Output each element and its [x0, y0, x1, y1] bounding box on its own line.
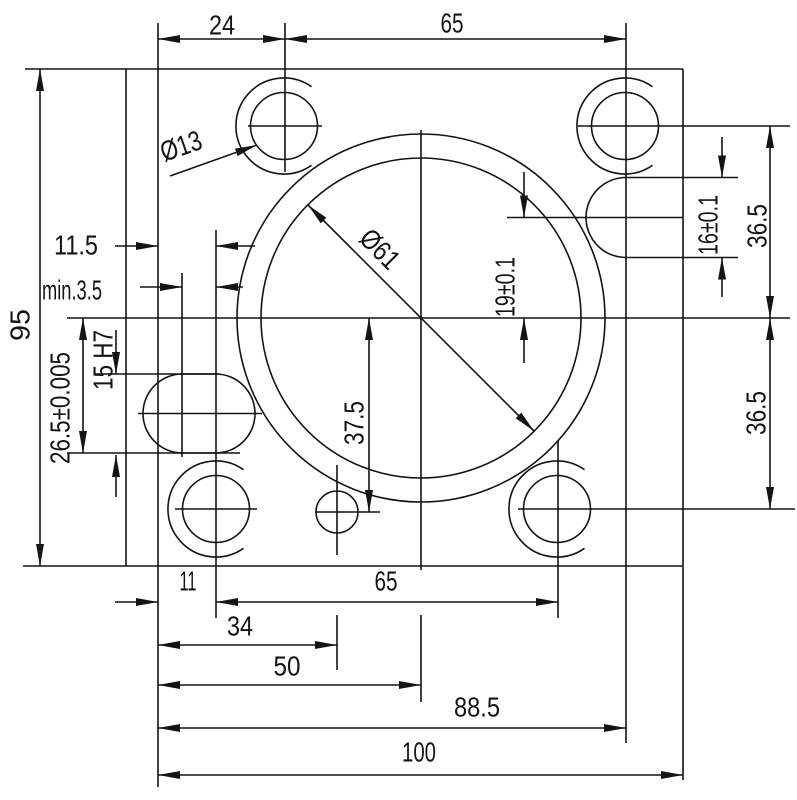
dim-bottom-edge-11: 11 [115, 566, 197, 606]
dim-edge-offset-11-5: 11.5 [54, 230, 255, 261]
dimension-label: Ø13 [156, 125, 206, 168]
dim-bottom-spacing-65: 65 [216, 566, 558, 606]
dim-lower-offset-36-5: 36.5 [741, 318, 774, 509]
dimension-label: 50 [274, 651, 301, 682]
counterbore-arc [508, 460, 585, 558]
dim-drain-offset-37-5: 37.5 [339, 318, 373, 512]
dimension-label: 88.5 [454, 692, 500, 723]
dim-slot-depth-26-5: 26.5±0.005 [45, 318, 87, 464]
dim-slot-offset-19: 19±0.1 [490, 172, 528, 363]
dim-drain-x-34: 34 [158, 611, 337, 649]
dimension-label: 34 [227, 611, 253, 642]
mounting-hole-top-right [576, 23, 790, 743]
dimension-label: 15 H7 [88, 330, 119, 390]
dim-slot-width-15h7: 15 H7 [88, 330, 120, 497]
center-bore: Ø61 [236, 130, 606, 702]
right-edge-slot [507, 176, 738, 259]
dimension-label: 36.5 [741, 391, 772, 435]
dimension-label: 11.5 [54, 230, 98, 261]
counterbore-arc [167, 460, 244, 558]
dimension-label: 26.5±0.005 [45, 352, 76, 464]
dimension-label: 37.5 [339, 401, 370, 445]
dim-plate-width-100: 100 [158, 737, 683, 779]
dimension-label: 24 [209, 10, 235, 41]
drain-hole [315, 465, 380, 670]
dim-top-offset-24: 24 [158, 10, 285, 43]
counterbore-arc [235, 77, 312, 175]
dimension-label: 65 [441, 8, 464, 39]
mounting-hole-bottom-left [167, 230, 257, 618]
dim-slot-x-88-5: 88.5 [158, 692, 626, 732]
dim-slot-height-16: 16±0.1 [693, 137, 726, 297]
dim-plate-height-95: 95 [5, 69, 45, 566]
dimension-label: 16±0.1 [693, 195, 724, 255]
dim-bore-x-50: 50 [158, 651, 421, 689]
mounting-hole-top-left [235, 23, 322, 175]
dim-hole-diameter-13: Ø13 [156, 125, 258, 177]
dimension-label: 19±0.1 [490, 257, 521, 317]
bore-diameter-label: Ø61 [353, 222, 406, 275]
leader-line [169, 144, 258, 177]
dimension-label: min.3.5 [42, 275, 102, 306]
dim-upper-offset-36-5: 36.5 [742, 126, 774, 318]
dim-top-spacing-65: 65 [285, 8, 626, 43]
mounting-hole-bottom-right [508, 440, 795, 618]
dimension-label: 11 [180, 566, 197, 597]
dimension-label: 100 [402, 737, 436, 768]
dimension-label: 95 [5, 309, 36, 341]
dim-clearance-min-3-5: min.3.5 [42, 275, 243, 306]
dimension-label: 65 [375, 566, 398, 597]
counterbore-arc [576, 77, 653, 175]
dimension-label: 36.5 [742, 204, 773, 248]
